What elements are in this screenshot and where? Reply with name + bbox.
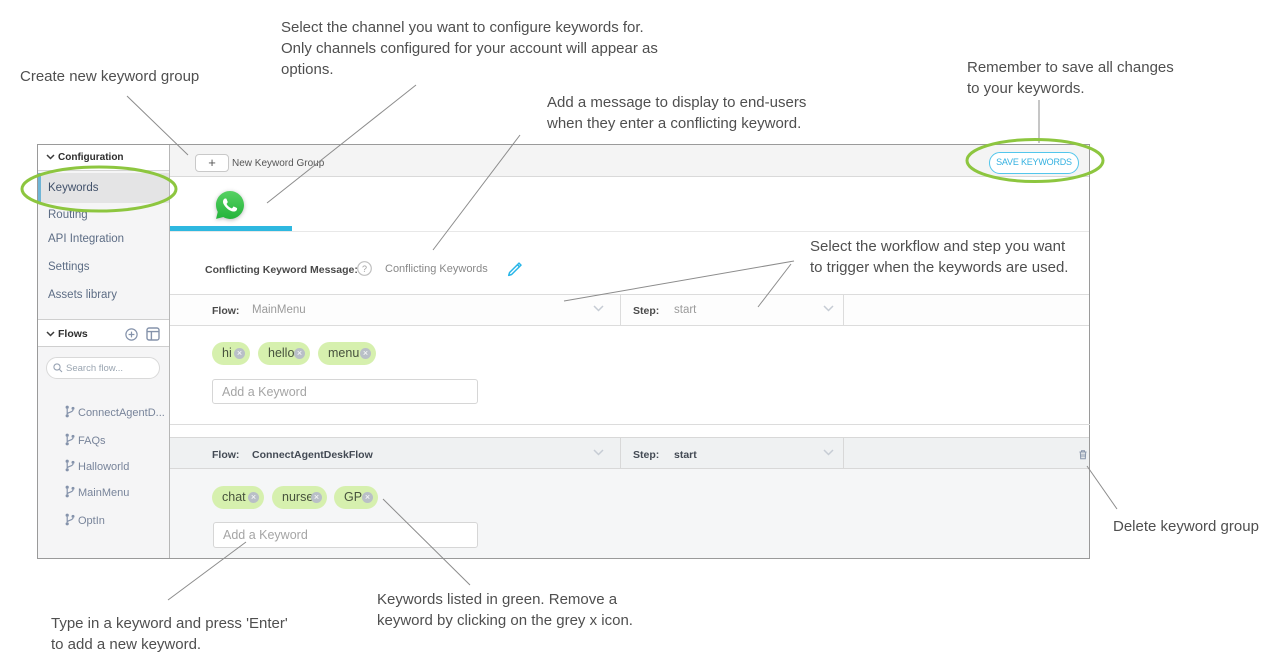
svg-text:?: ? [362,264,367,274]
